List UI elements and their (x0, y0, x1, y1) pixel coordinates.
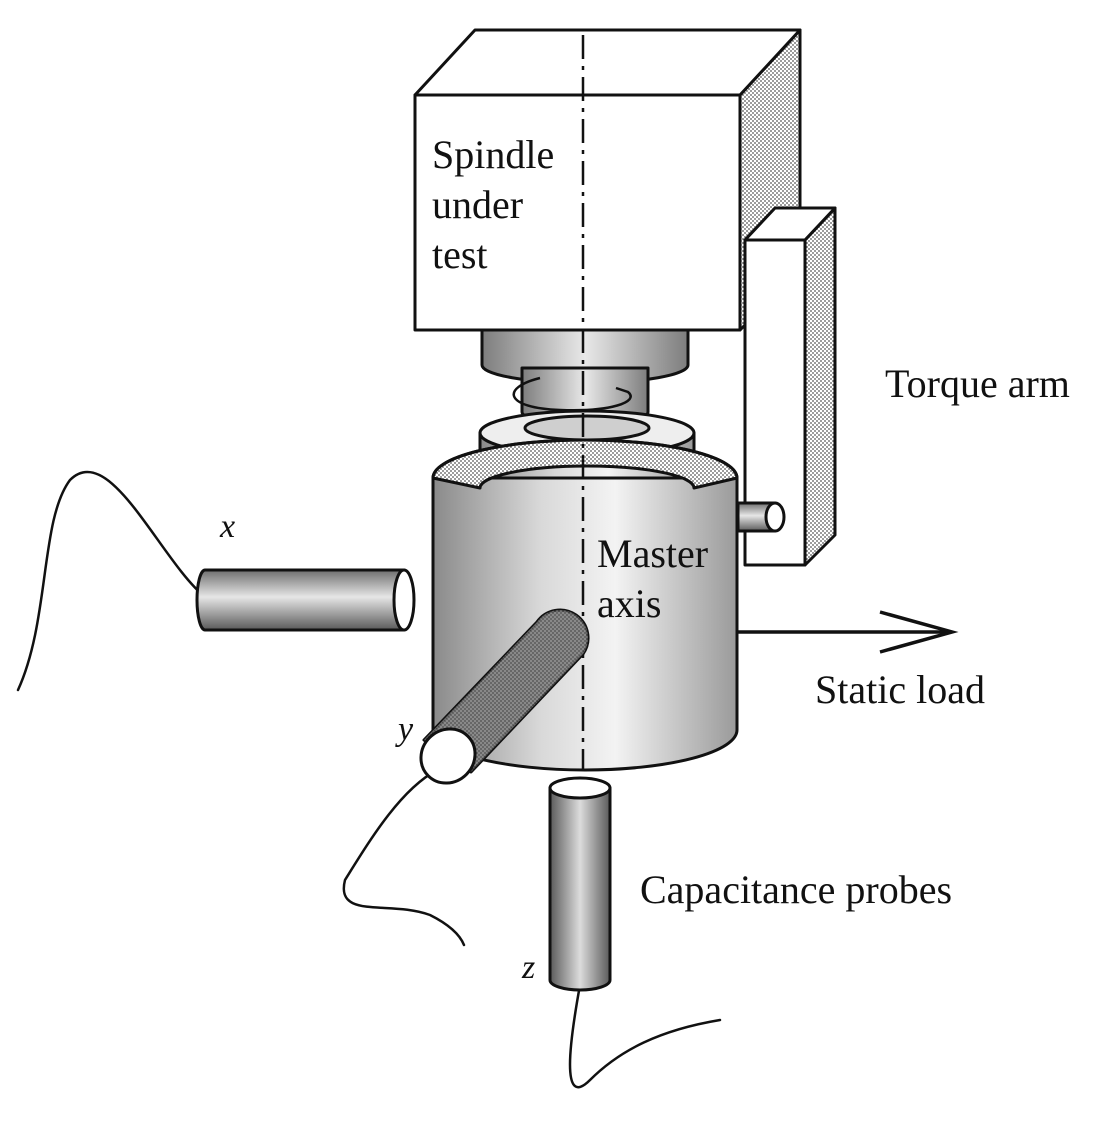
axis-x-label: x (219, 508, 235, 545)
svg-text:Master: Master (597, 531, 708, 576)
axis-y-label: y (395, 711, 414, 748)
spindle-housing (413, 28, 802, 332)
torque-pin (736, 501, 786, 533)
probe-y (342, 608, 590, 947)
probe-x (16, 470, 416, 692)
svg-text:under: under (432, 182, 523, 227)
rotation-arrow (512, 376, 632, 412)
svg-text:Spindle: Spindle (432, 132, 554, 177)
probe-x-cable (16, 470, 207, 692)
static-load-label: Static load (815, 667, 985, 712)
probe-y-cable (342, 768, 466, 947)
master-axis-label: Master axis (597, 531, 708, 626)
svg-text:test: test (432, 232, 488, 277)
svg-text:axis: axis (597, 581, 661, 626)
probe-z-cable (568, 983, 722, 1089)
axis-z-label: z (521, 949, 535, 986)
torque-arm-label: Torque arm (885, 361, 1070, 406)
spindle-label: Spindle under test (432, 132, 554, 277)
static-load-arrow (737, 610, 959, 654)
capacitance-probes-label: Capacitance probes (640, 867, 952, 912)
probe-z (548, 776, 722, 1089)
